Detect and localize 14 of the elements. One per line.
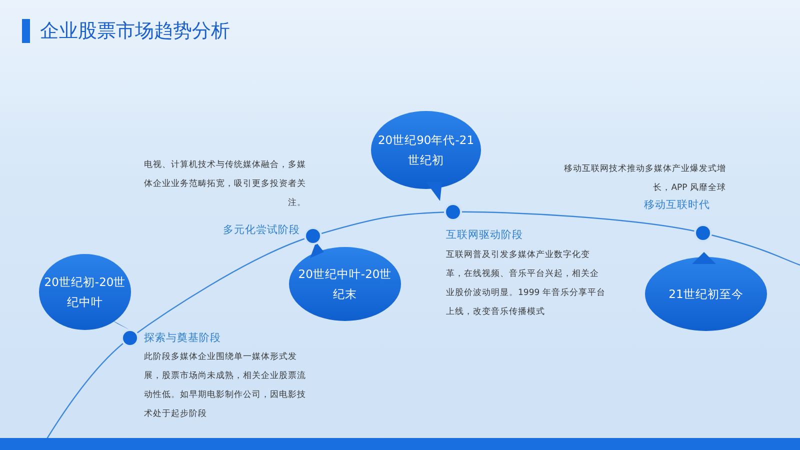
timeline-dot xyxy=(446,205,460,219)
description-text: 互联网普及引发多媒体产业数字化变革，在线视频、音乐平台兴起，相关企业股价波动明显。1999 年音乐分享平台上线，改变音乐传播模式 xyxy=(446,248,606,319)
stage-name: 互联网驱动阶段 xyxy=(446,228,524,242)
timeline-dot xyxy=(696,226,710,240)
description-text: 电视、计算机技术与传统媒体融合，多媒体企业业务范畴拓宽，吸引更多投资者关注。 xyxy=(143,159,306,210)
title: 企业股票市场趋势分析 xyxy=(40,19,230,44)
timeline-dot xyxy=(306,229,320,243)
stage-name: 移动互联时代 xyxy=(643,198,710,212)
description-text: 移动互联网技术推动多媒体产业爆发式增长，APP 风靡全球 xyxy=(563,163,726,195)
speech-bubble: 20世纪初-20世纪中叶 xyxy=(38,252,133,332)
stage-name: 探索与奠基阶段 xyxy=(144,331,222,345)
stage-name: 多元化尝试阶段 xyxy=(222,223,300,237)
timeline-dot xyxy=(123,331,137,345)
description-text: 此阶段多媒体企业围绕单一媒体形式发展，股票市场尚未成熟，相关企业股票流动性低。如早期电影制作公司，因电影技术处于起步阶段 xyxy=(144,351,306,421)
